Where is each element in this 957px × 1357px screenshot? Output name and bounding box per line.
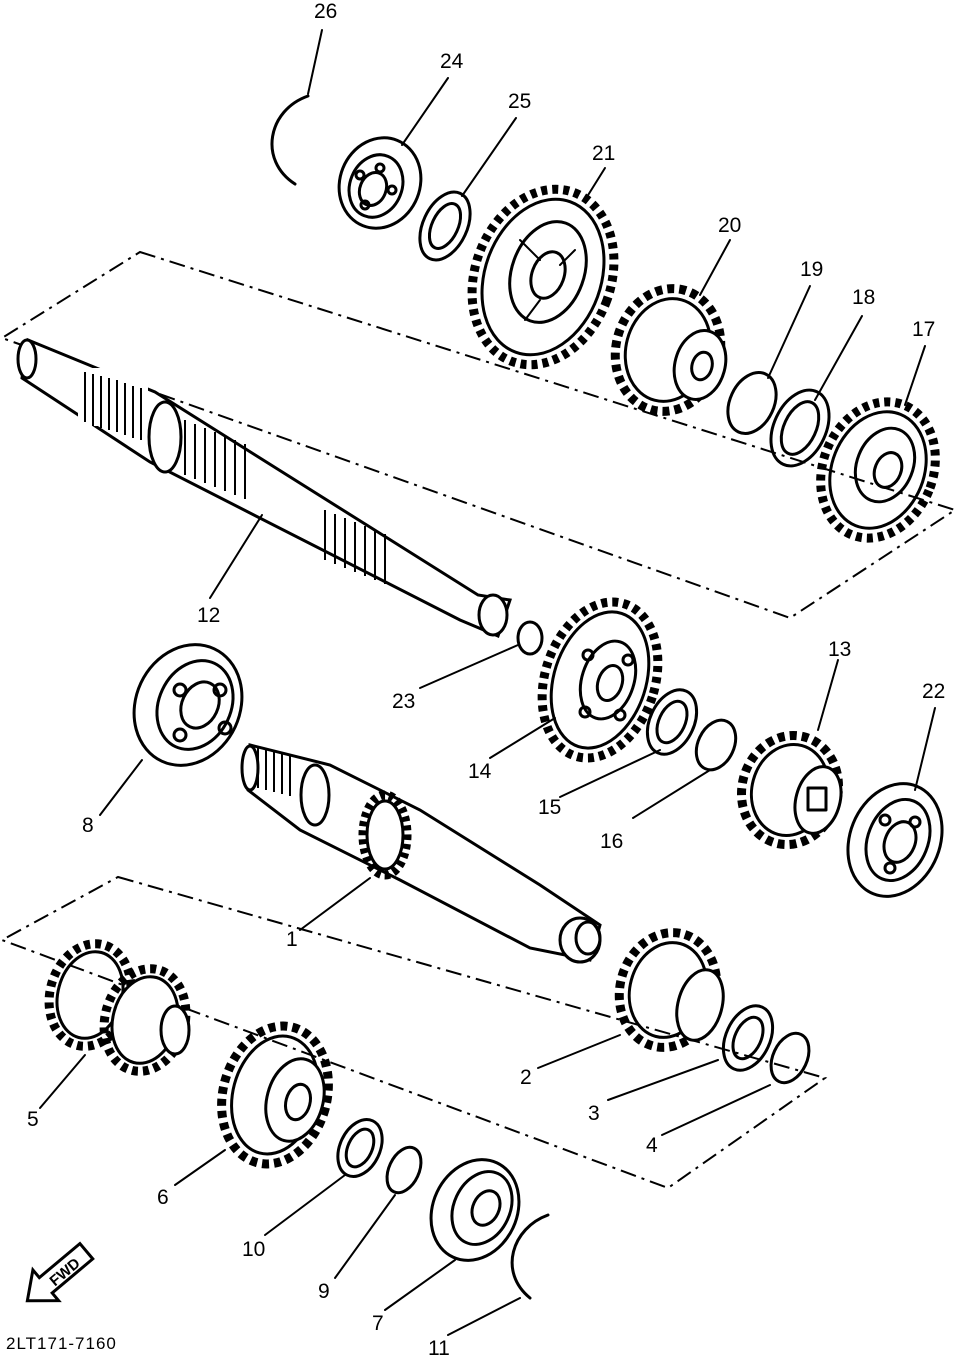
callout-5: 5 [27, 1108, 39, 1131]
lower-assembly-frame [0, 875, 828, 1190]
callout-15: 15 [538, 796, 561, 819]
circlip-11 [510, 1213, 550, 1300]
washer-10 [336, 1118, 384, 1178]
callout-25: 25 [508, 90, 531, 113]
callout-26: 26 [314, 0, 337, 23]
gear-17 [816, 397, 940, 543]
callout-12: 12 [197, 604, 220, 627]
gear-5 [44, 939, 191, 1076]
callout-numbers: 26 24 25 21 20 19 18 17 12 23 14 13 22 1… [27, 0, 945, 1357]
circlip-9 [385, 1145, 423, 1195]
callout-16: 16 [600, 830, 623, 853]
upper-assembly-frame [0, 250, 957, 620]
gear-6 [217, 1021, 333, 1169]
gear-21 [467, 184, 619, 370]
circlip-19 [726, 371, 778, 435]
circlip-16 [694, 718, 738, 772]
callout-22: 22 [922, 680, 945, 703]
callout-6: 6 [157, 1186, 169, 1209]
callout-3: 3 [588, 1102, 600, 1125]
callout-7: 7 [372, 1312, 384, 1335]
gear-2 [614, 928, 725, 1052]
bearing-24 [337, 136, 423, 230]
callout-20: 20 [718, 214, 741, 237]
callout-18: 18 [852, 286, 875, 309]
callout-13: 13 [828, 638, 851, 661]
callout-1: 1 [286, 928, 298, 951]
callout-24: 24 [440, 50, 464, 73]
bearing-7 [429, 1158, 521, 1262]
washer-15 [645, 688, 699, 756]
washer-3 [721, 1004, 775, 1072]
gear-20 [610, 284, 728, 416]
callout-23: 23 [392, 690, 415, 713]
bearing-8 [132, 643, 244, 767]
callout-8: 8 [82, 814, 94, 837]
callout-17: 17 [912, 318, 935, 341]
shaft-12 [16, 337, 512, 639]
gear-13 [736, 730, 844, 850]
collar-23 [516, 620, 544, 656]
washer-18 [769, 388, 831, 468]
circlip-26 [270, 94, 310, 186]
forward-arrow-icon: FWD [25, 1241, 95, 1303]
circlip-4 [769, 1031, 811, 1085]
callout-19: 19 [800, 258, 823, 281]
callout-9: 9 [318, 1280, 330, 1303]
callout-14: 14 [468, 760, 492, 783]
callout-10: 10 [242, 1238, 265, 1261]
callout-2: 2 [520, 1066, 532, 1089]
washer-25 [418, 190, 472, 262]
gear-14 [537, 597, 663, 763]
drawing-code: 2LT171-7160 [6, 1334, 117, 1353]
shaft-1 [240, 743, 602, 964]
leader-lines [39, 29, 936, 1336]
callout-4: 4 [646, 1134, 658, 1157]
callout-21: 21 [592, 142, 615, 165]
callout-11: 11 [428, 1337, 450, 1357]
bearing-22 [846, 782, 944, 898]
